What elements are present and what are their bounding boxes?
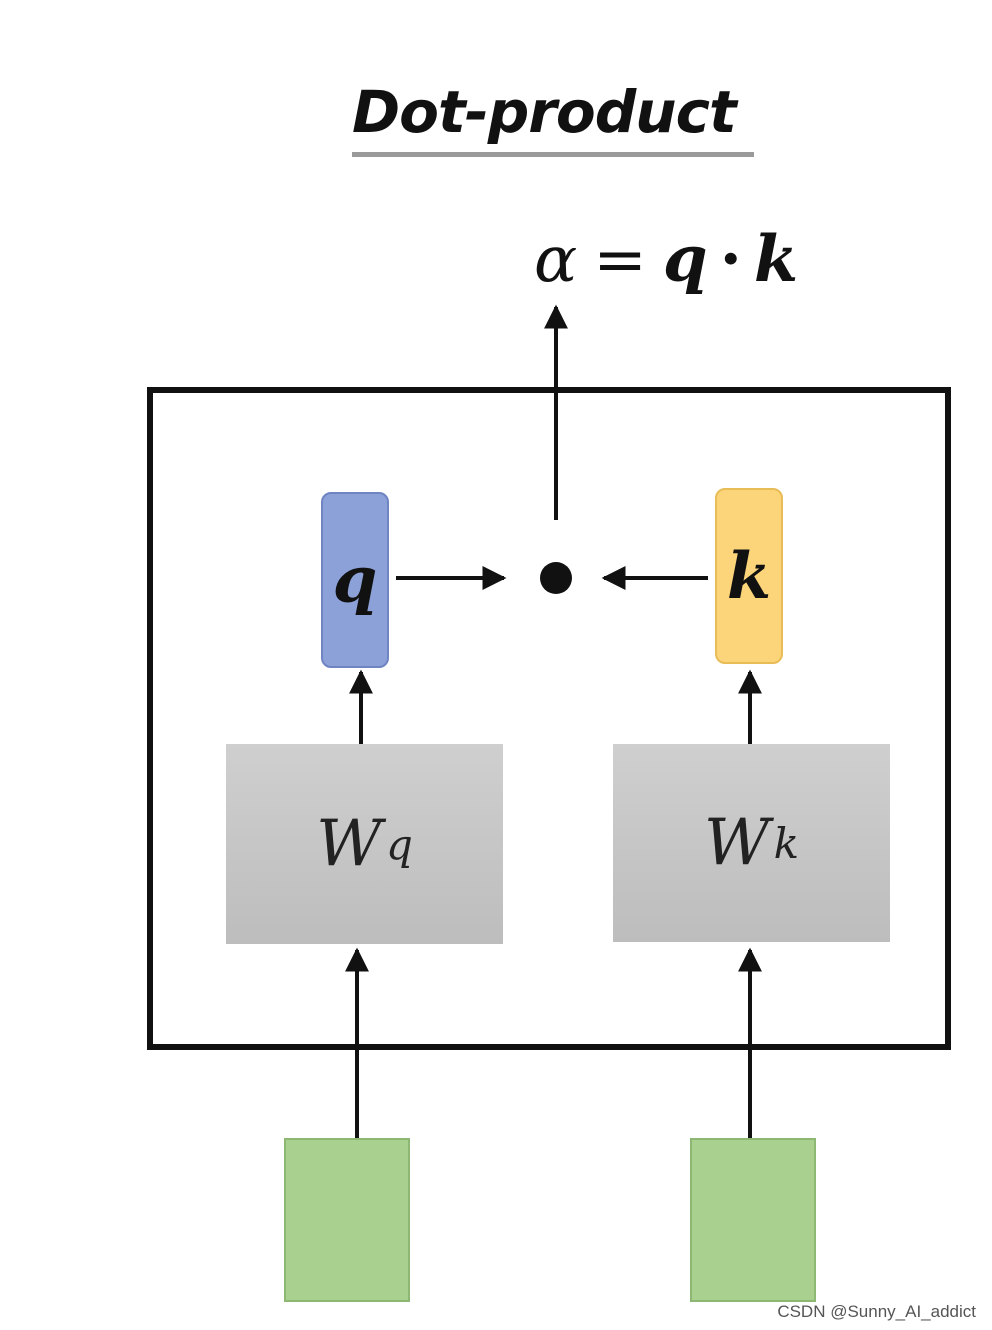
attention-module-frame <box>147 387 951 1050</box>
alpha-symbol: α <box>534 223 578 297</box>
wk-superscript: k <box>773 818 800 868</box>
title-underline <box>352 152 754 157</box>
dot-product-node <box>540 562 572 594</box>
formula-k: k <box>753 222 799 297</box>
watermark: CSDN @Sunny_AI_addict <box>777 1302 976 1321</box>
query-input-box <box>284 1138 410 1302</box>
equals-sign: = <box>593 223 647 297</box>
wq-superscript: q <box>385 819 413 869</box>
wq-base: W <box>316 807 382 881</box>
dot-operator: · <box>719 222 742 297</box>
attention-formula: α=q·k <box>534 222 798 297</box>
wk-base: W <box>703 806 770 880</box>
diagram-title: Dot-product <box>352 78 737 146</box>
query-vector: q <box>321 492 389 668</box>
key-vector: k <box>715 488 783 664</box>
key-input-box <box>690 1138 816 1302</box>
formula-q: q <box>662 222 708 297</box>
